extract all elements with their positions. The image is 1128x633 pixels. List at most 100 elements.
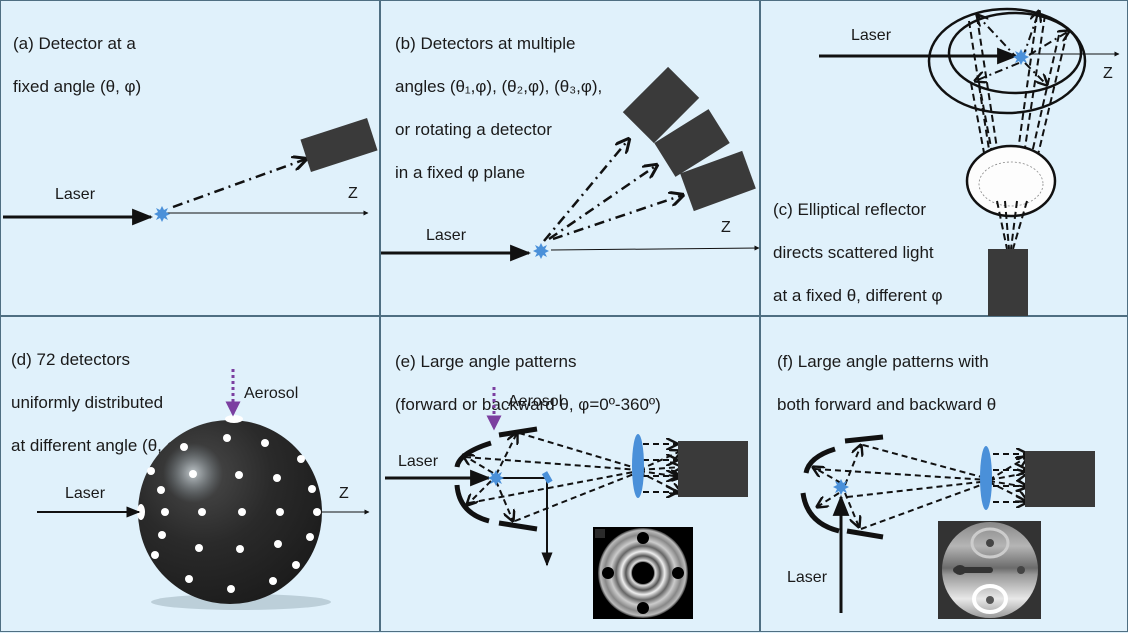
- laser-label: Laser: [787, 569, 828, 586]
- caption-line: both forward and backward θ: [777, 394, 997, 414]
- detector-dot: [274, 540, 282, 548]
- panel-d-drawing: [37, 369, 370, 610]
- detector-dot: [238, 508, 246, 516]
- detector-2: [654, 109, 730, 177]
- scatter-ray-1: [543, 139, 629, 242]
- detector: [1025, 451, 1095, 507]
- caption-line: at different angle (θ, φ): [11, 435, 184, 455]
- detector-dot: [189, 470, 197, 478]
- reflector-lower: [498, 520, 538, 532]
- scatter-rays: [813, 445, 1027, 529]
- panel-d-caption: (d) 72 detectors uniformly distributed a…: [11, 327, 183, 478]
- caption-line: at a fixed θ, different φ: [773, 285, 943, 305]
- scatter-ray-3: [552, 195, 683, 241]
- aerosol-label: Aerosol: [508, 393, 563, 410]
- detector: [678, 441, 748, 497]
- caption-line: (e) Large angle patterns: [395, 351, 577, 371]
- detector-dot: [235, 471, 243, 479]
- lens: [980, 446, 992, 510]
- detector-dot: [198, 508, 206, 516]
- reflector-lower-left: [800, 492, 840, 534]
- panel-b-caption: (b) Detectors at multiple angles (θ₁,φ),…: [395, 11, 602, 205]
- detector-dot: [236, 545, 244, 553]
- panel-a-drawing: [3, 118, 378, 226]
- scatter-rays: [463, 433, 681, 521]
- z-axis-label: Z: [721, 219, 731, 236]
- caption-line: or rotating a detector: [395, 119, 552, 139]
- scatter-ray: [172, 159, 306, 209]
- panel-b: (b) Detectors at multiple angles (θ₁,φ),…: [380, 0, 760, 316]
- laser-label: Laser: [851, 27, 892, 44]
- detector-dot: [147, 467, 155, 475]
- scattering-pattern-image: [593, 527, 693, 619]
- caption-line: (a) Detector at a: [13, 33, 136, 53]
- detector-1: [622, 66, 700, 144]
- beam-mirror: [541, 471, 553, 484]
- reflector-upper: [844, 434, 884, 444]
- caption-line: fixed angle (θ, φ): [13, 76, 142, 96]
- panel-f-drawing: [800, 434, 1095, 619]
- detector-dot: [223, 434, 231, 442]
- laser-label: Laser: [426, 227, 467, 244]
- laser-label: Laser: [55, 186, 96, 203]
- elliptical-reflector: [965, 144, 1057, 218]
- detector-dot: [269, 577, 277, 585]
- detector-dot: [308, 485, 316, 493]
- detector-dot: [306, 533, 314, 541]
- detector-dot: [313, 508, 321, 516]
- detector-dot: [195, 544, 203, 552]
- z-axis-label: Z: [339, 485, 349, 502]
- detector-dot: [157, 486, 165, 494]
- scatter-ray-2: [548, 165, 657, 241]
- detector-dot: [276, 508, 284, 516]
- caption-line: angles (θ₁,φ), (θ₂,φ), (θ₃,φ),: [395, 76, 603, 96]
- reflector-upper: [498, 426, 538, 438]
- laser-label: Laser: [398, 453, 439, 470]
- panel-e-caption: (e) Large angle patterns (forward or bac…: [395, 329, 661, 437]
- detector-dot: [297, 455, 305, 463]
- scatter-point-icon: [533, 243, 549, 259]
- aerosol-label: Aerosol: [244, 385, 299, 402]
- caption-line: (f) Large angle patterns with: [777, 351, 989, 371]
- reflector-lower-left: [454, 484, 490, 524]
- reflector-inner: [978, 161, 1044, 207]
- detector: [300, 118, 378, 172]
- panel-e-drawing: [385, 387, 748, 619]
- caption-line: (b) Detectors at multiple: [395, 33, 576, 53]
- panel-d: (d) 72 detectors uniformly distributed a…: [0, 316, 380, 632]
- detector-dot: [185, 575, 193, 583]
- detector: [988, 249, 1028, 317]
- detector-dot: [161, 508, 169, 516]
- z-axis-label: Z: [348, 185, 358, 202]
- panel-f: (f) Large angle patterns with both forwa…: [760, 316, 1128, 632]
- detector-dot: [151, 551, 159, 559]
- detector-dots: [147, 434, 321, 593]
- scatter-point-icon: [488, 470, 504, 486]
- lens: [632, 434, 644, 498]
- caption-line: in a fixed φ plane: [395, 162, 526, 182]
- panel-a: (a) Detector at a fixed angle (θ, φ) Las…: [0, 0, 380, 316]
- panel-c: (c) Elliptical reflector directs scatter…: [760, 0, 1128, 348]
- caption-line: directs scattered light: [773, 242, 934, 262]
- caption-line: uniformly distributed: [11, 392, 164, 412]
- detector-dot: [227, 585, 235, 593]
- panel-c-drawing: [819, 7, 1120, 317]
- scattering-pattern-image: [938, 521, 1041, 619]
- reflector-upper-left: [454, 440, 492, 468]
- panel-e: (e) Large angle patterns (forward or bac…: [380, 316, 760, 632]
- panel-a-caption: (a) Detector at a fixed angle (θ, φ): [13, 11, 141, 119]
- detector-3: [680, 150, 756, 212]
- scatter-point-icon: [154, 206, 170, 222]
- laser-label: Laser: [65, 485, 106, 502]
- scatter-point-icon: [833, 479, 849, 495]
- inner-ellipse: [947, 11, 1083, 95]
- caption-line: (c) Elliptical reflector: [773, 199, 927, 219]
- reflector-upper-left: [803, 446, 836, 474]
- detector-dot: [158, 531, 166, 539]
- caption-line: (d) 72 detectors: [11, 349, 131, 369]
- outer-ellipse: [927, 7, 1087, 115]
- reflector-to-detector-rays: [996, 200, 1028, 250]
- panel-b-drawing: [381, 66, 760, 262]
- detector-dot: [292, 561, 300, 569]
- detector-dot: [261, 439, 269, 447]
